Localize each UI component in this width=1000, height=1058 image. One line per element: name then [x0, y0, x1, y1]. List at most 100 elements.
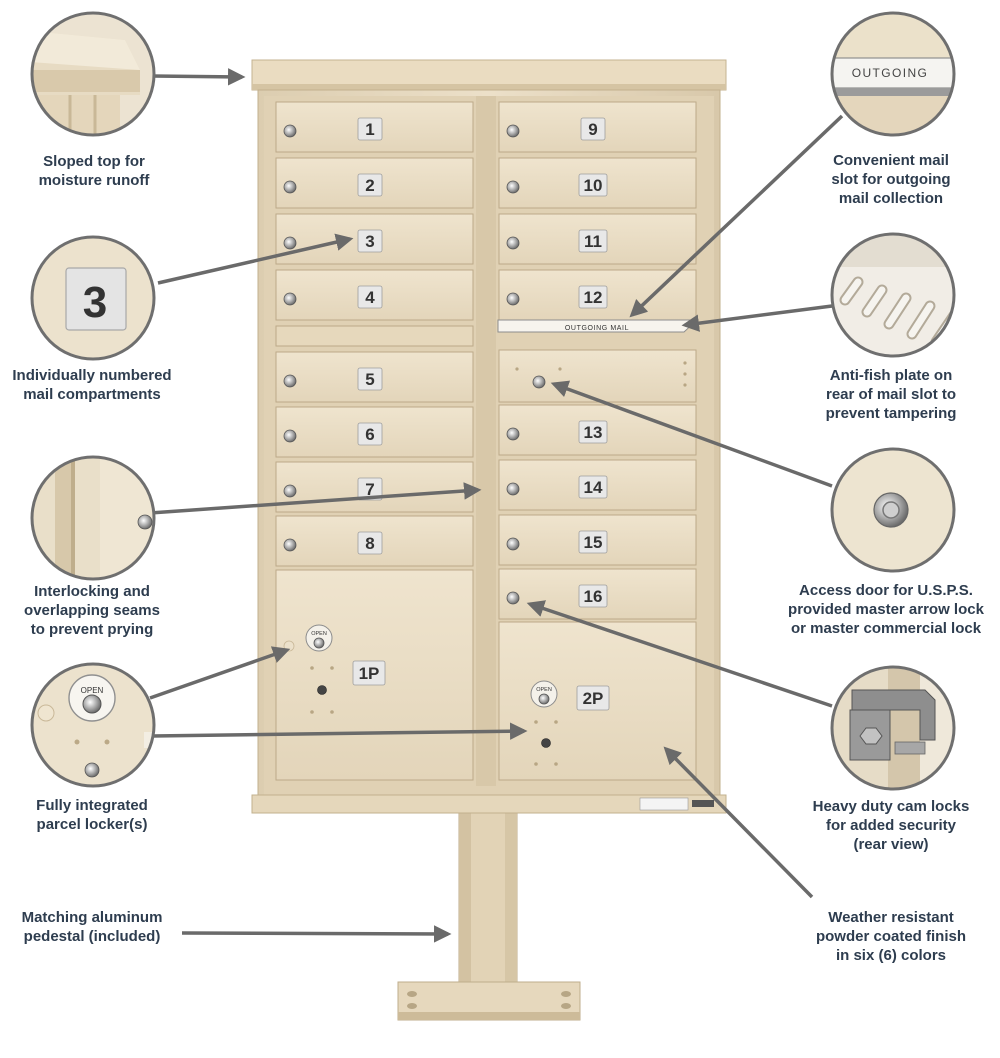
compartment-1: 1: [275, 101, 474, 153]
parcel-tag: [576, 685, 610, 711]
zoom-outgoing-sample: OUTGOING: [852, 66, 929, 80]
arrow-access: [550, 380, 833, 488]
arrow-sloped-top: [151, 68, 246, 86]
arrow-seams: [149, 482, 482, 515]
compartment-number: 13: [584, 423, 603, 442]
compartment-lock: [506, 482, 520, 496]
compartment-16: 16: [498, 568, 697, 620]
number-tag: [357, 229, 383, 253]
parcel-lock-label-1: OPEN: [311, 631, 327, 637]
compartment-number: 7: [365, 480, 374, 499]
left-compartments: 1 2 3 4 5 6 7 8: [275, 101, 474, 567]
compartment-number: 12: [584, 288, 603, 307]
compartment-13: 13: [498, 404, 697, 456]
caption-numbered: Individually numbered mail compartments: [12, 367, 172, 403]
number-tag: [357, 477, 383, 501]
parcel-tag: [352, 660, 386, 686]
number-tag: [578, 420, 608, 444]
compartment-10: 10: [498, 157, 697, 209]
compartment-number: 3: [365, 232, 374, 251]
caption-seams: Interlocking and overlapping seams to pr…: [24, 583, 160, 638]
zoom-antifish: [830, 232, 956, 358]
compartment-9: 9: [498, 101, 697, 153]
product-label: [639, 797, 689, 811]
compartment-4: 4: [275, 269, 474, 321]
compartment-number: 16: [584, 587, 603, 606]
number-tag: [357, 285, 383, 309]
compartment-3: 3: [275, 213, 474, 265]
pedestal: [397, 807, 581, 1021]
compartment-lock: [283, 180, 297, 194]
caption-sloped-top: Sloped top for moisture runoff: [38, 153, 150, 189]
zoom-sloped-top: [30, 11, 156, 137]
outgoing-mail-label: OUTGOING MAIL: [565, 325, 629, 332]
compartment-lock: [283, 538, 297, 552]
caption-parcel: Fully integrated parcel locker(s): [36, 797, 148, 833]
zoom-cam-lock: [830, 665, 956, 791]
number-tag: [357, 117, 383, 141]
number-tag: [357, 173, 383, 197]
parcel-number-tags: 1P 2P: [352, 660, 610, 711]
compartment-lock: [283, 484, 297, 498]
compartment-lock: [506, 124, 520, 138]
compartment-lock: [283, 236, 297, 250]
compartment-number: 10: [584, 176, 603, 195]
outgoing-mail-slot: OUTGOING MAIL: [497, 319, 699, 333]
compartment-11: 11: [498, 213, 697, 265]
compartment-5: 5: [275, 351, 474, 403]
zoom-seams: [30, 455, 156, 581]
compartment-number: 1: [365, 120, 374, 139]
caption-access: Access door for U.S.P.S. provided master…: [788, 582, 984, 637]
compartment-lock: [506, 292, 520, 306]
compartment-lock: [506, 537, 520, 551]
parcel-lock-label-2: OPEN: [536, 687, 552, 693]
compartment-number: 5: [365, 370, 374, 389]
compartment-number: 6: [365, 425, 374, 444]
compartment-lock: [506, 180, 520, 194]
zoom-access-lock: [830, 447, 956, 573]
access-lock: [532, 375, 546, 389]
caption-antifish: Anti-fish plate on rear of mail slot to …: [825, 367, 957, 422]
number-tag: [578, 173, 608, 197]
compartment-15: 15: [498, 514, 697, 566]
access-door: [498, 349, 697, 403]
number-tag: [580, 117, 606, 141]
blank-panel: [275, 325, 474, 347]
zoom-outgoing: OUTGOING: [830, 11, 956, 137]
parcel-number: 2P: [583, 689, 604, 708]
caption-outgoing: Convenient mail slot for outgoing mail c…: [831, 152, 951, 207]
parcel-number: 1P: [359, 664, 380, 683]
zoom-number: 3: [30, 235, 156, 361]
compartment-lock: [283, 292, 297, 306]
number-tag: [357, 367, 383, 391]
number-tag: [578, 285, 608, 309]
compartment-number: 15: [584, 533, 603, 552]
compartment-14: 14: [498, 459, 697, 511]
right-compartments: 9 10 11 12 13 14 15 16: [498, 101, 697, 620]
arrow-parcel-1: [149, 646, 291, 700]
compartment-number: 9: [588, 120, 597, 139]
zoom-number-sample: 3: [83, 278, 107, 327]
number-tag: [578, 584, 608, 608]
number-tag: [578, 475, 608, 499]
caption-camlocks: Heavy duty cam locks for added security …: [812, 798, 970, 853]
arrow-antifish: [681, 304, 833, 332]
caption-finish: Weather resistant powder coated finish i…: [815, 909, 966, 964]
compartment-number: 4: [365, 288, 375, 307]
compartment-8: 8: [275, 515, 474, 567]
compartment-lock: [283, 124, 297, 138]
number-tag: [578, 229, 608, 253]
compartment-2: 2: [275, 157, 474, 209]
zoom-lock-label: OPEN: [81, 686, 104, 695]
arrow-numbered: [157, 233, 354, 285]
arrow-pedestal: [181, 925, 452, 943]
compartment-lock: [506, 591, 520, 605]
arrow-outgoing: [629, 114, 844, 318]
compartment-number: 2: [365, 176, 374, 195]
arrow-finish: [663, 746, 814, 899]
number-tag: [578, 530, 608, 554]
number-tag: [357, 422, 383, 446]
serial-plate: [692, 800, 714, 807]
